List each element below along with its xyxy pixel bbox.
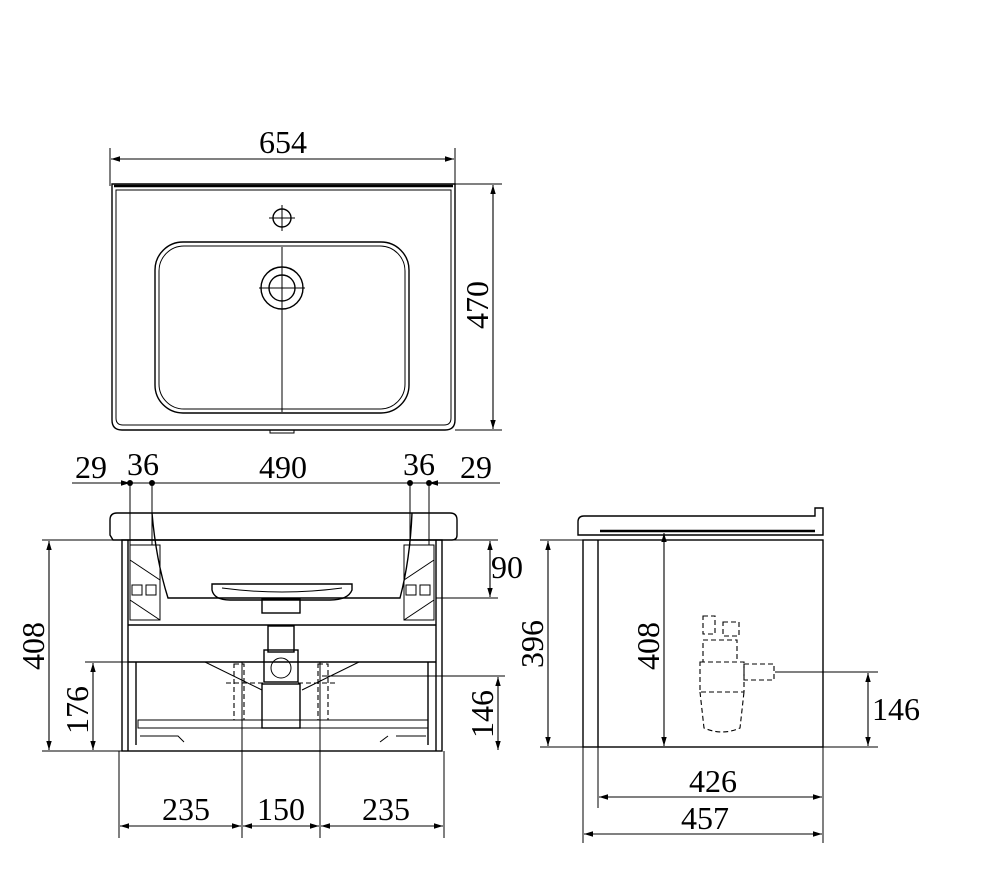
dim-front-bottom-right: 235 <box>362 791 410 827</box>
top-view-outline <box>111 183 456 431</box>
front-cabinet <box>121 539 443 752</box>
side-view: 396 408 146 426 457 <box>514 507 920 843</box>
basin-bowl <box>154 241 410 414</box>
side-cabinet <box>582 539 824 748</box>
dim-front-bottom-mid: 150 <box>257 791 305 827</box>
dim-front-basin-depth: 90 <box>491 549 523 585</box>
dim-front-edge-right: 29 <box>460 449 492 485</box>
dim-front-drain-left: 176 <box>59 686 95 734</box>
faucet-hole-icon <box>269 205 295 231</box>
dim-side-depth-inner: 426 <box>689 763 737 799</box>
top-view: 654 470 <box>109 124 502 434</box>
dim-front-edge-left: 29 <box>75 449 107 485</box>
dim-side-drain: 146 <box>872 691 920 727</box>
siphon-icon <box>699 615 775 733</box>
dim-front-height: 408 <box>15 622 51 670</box>
drain-icon <box>259 245 305 412</box>
dim-side-depth-outer: 457 <box>681 800 729 836</box>
dim-side-height-inner: 408 <box>630 622 666 670</box>
dim-side-height-outer: 396 <box>514 620 550 668</box>
dim-front-drain-right: 146 <box>464 690 500 738</box>
dim-front-inner-right: 36 <box>403 446 435 482</box>
front-view: 29 36 490 36 29 <box>15 446 523 838</box>
dim-front-span: 490 <box>259 449 307 485</box>
dim-front-bottom-left: 235 <box>162 791 210 827</box>
dim-top-depth: 470 <box>459 281 495 329</box>
dim-front-inner-left: 36 <box>127 446 159 482</box>
dim-top-width: 654 <box>259 124 307 160</box>
